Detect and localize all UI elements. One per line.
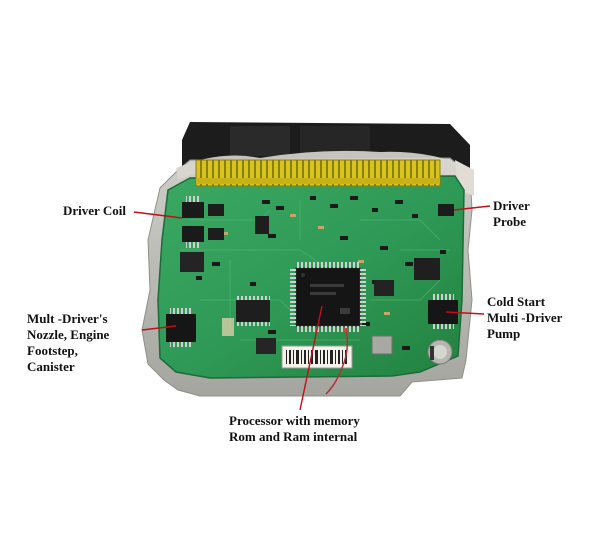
cold-start-chip xyxy=(428,294,458,329)
barcode-sticker xyxy=(281,345,353,369)
driver-coil-chips xyxy=(182,196,224,248)
processor-chip xyxy=(290,262,366,332)
driver-probe-chip xyxy=(438,204,454,216)
line-mult-driver xyxy=(141,325,177,331)
red-wire xyxy=(325,329,349,395)
capacitor xyxy=(427,339,453,365)
mult-driver-chip xyxy=(166,308,196,347)
label-processor: Processor with memory Rom and Ram intern… xyxy=(229,413,360,444)
line-driver-probe xyxy=(453,205,491,211)
line-processor xyxy=(299,305,323,411)
yellow-connector xyxy=(195,159,441,187)
label-sticker xyxy=(222,318,234,336)
line-driver-coil xyxy=(133,211,183,219)
line-cold-start xyxy=(445,311,485,315)
label-driver-probe: Driver Probe xyxy=(493,198,530,229)
label-mult-driver: Mult -Driver's Nozzle, Engine Footstep, … xyxy=(27,311,110,374)
metal-component xyxy=(371,335,393,355)
label-driver-coil: Driver Coil xyxy=(63,203,126,218)
annotation-lines xyxy=(133,205,491,411)
label-cold-start-pump: Cold Start Multi -Driver Pump xyxy=(487,294,563,341)
